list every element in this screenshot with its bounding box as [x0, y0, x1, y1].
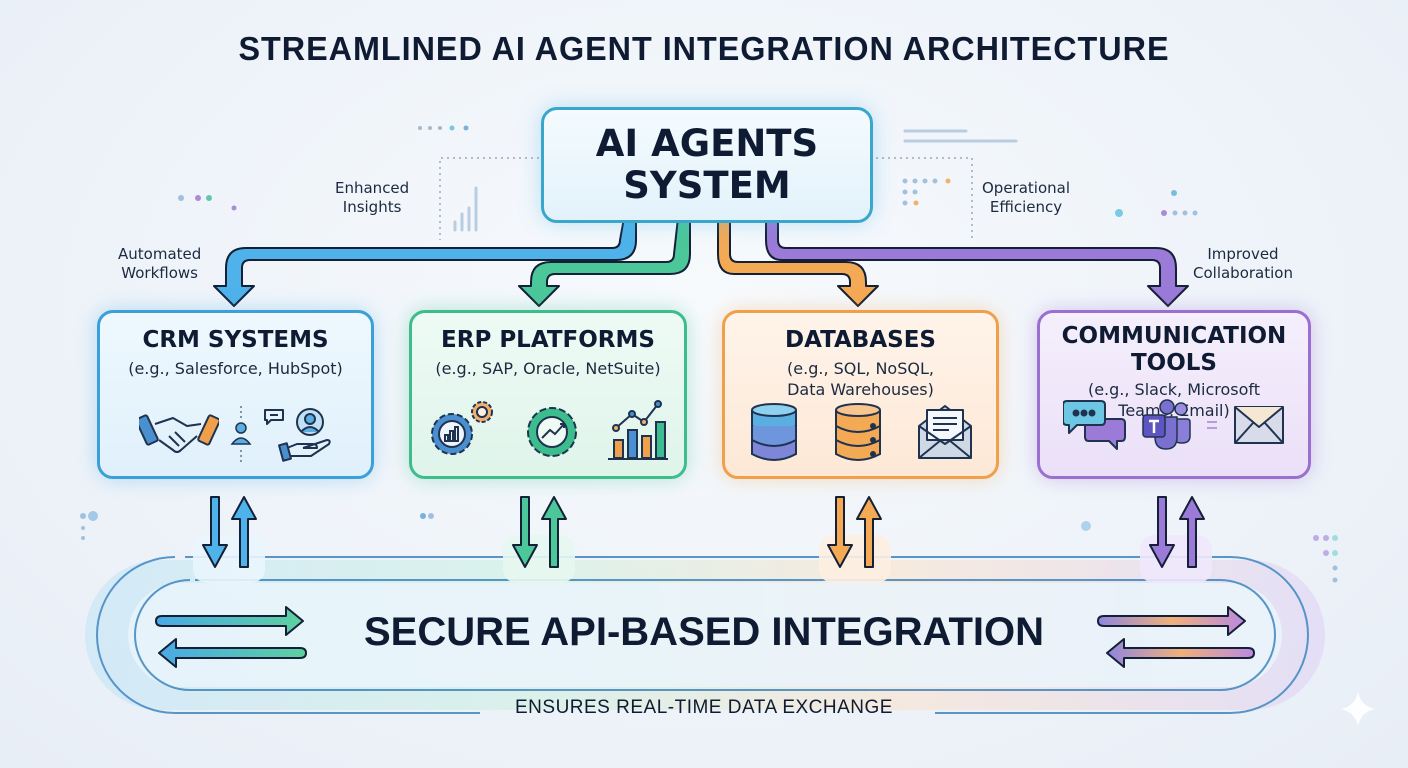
databases-card: DATABASES (e.g., SQL, NoSQL, Data Wareho… — [722, 310, 999, 479]
erp-sync-arrows — [503, 496, 575, 583]
db-sync-arrows — [819, 496, 891, 583]
teams-icon — [1142, 399, 1191, 450]
card-subtitle: (e.g., Slack, Microsoft — [1087, 380, 1261, 399]
card-title-line2: TOOLS — [1130, 350, 1217, 376]
dotted-guides — [439, 157, 973, 240]
arrow-to-crm-shape — [213, 217, 637, 307]
gear-chart-icon — [431, 401, 493, 455]
communication-tools-card: COMMUNICATION TOOLS (e.g., Slack, Micros… — [1037, 310, 1311, 479]
card-title: DATABASES — [785, 327, 936, 353]
database-icon — [750, 403, 797, 461]
benefit-text: Improved — [1207, 245, 1279, 263]
benefit-text: Enhanced — [335, 179, 410, 197]
crm-systems-card: CRM SYSTEMS (e.g., Salesforce, HubSpot) — [97, 310, 374, 479]
card-subtitle: (e.g., SAP, Oracle, NetSuite) — [435, 359, 661, 378]
exchange-arrows-right — [1097, 606, 1255, 668]
benefit-text: Automated — [118, 245, 202, 263]
integration-bus — [85, 556, 1325, 714]
card-title: ERP PLATFORMS — [441, 327, 655, 353]
hub-title-line1: AI AGENTS — [595, 122, 819, 165]
connector-arrows — [213, 217, 1189, 307]
hub-title-line2: SYSTEM — [623, 164, 791, 207]
mail-icon — [1234, 406, 1284, 444]
card-subtitle: (e.g., SQL, NoSQL, — [787, 359, 934, 378]
handshake-icon — [138, 414, 219, 453]
card-title: CRM SYSTEMS — [142, 327, 329, 353]
ai-agents-hub: AI AGENTS SYSTEM — [541, 107, 873, 223]
benefit-improved-collaboration: Improved Collaboration — [1193, 245, 1293, 283]
benefit-text: Insights — [342, 198, 402, 216]
erp-platforms-card: ERP PLATFORMS (e.g., SAP, Oracle, NetSui… — [409, 310, 687, 479]
arrow-to-db-shape — [717, 217, 879, 307]
benefit-text: Operational — [982, 179, 1071, 197]
diagram-title: STREAMLINED AI AGENT INTEGRATION ARCHITE… — [238, 30, 1170, 67]
chat-bubbles-icon — [1063, 400, 1126, 450]
benefit-text: Efficiency — [989, 198, 1063, 216]
gear-trend-icon — [527, 407, 577, 457]
card-subtitle-line2: Data Warehouses) — [787, 380, 934, 399]
benefit-automated-workflows: Automated Workflows — [118, 245, 201, 283]
decorative-dots — [80, 125, 1338, 583]
sparkle-icon — [1341, 692, 1375, 726]
sync-arrows — [193, 496, 1212, 583]
arrow-to-comm-shape — [765, 217, 1189, 307]
integration-bus-subtitle: ENSURES REAL-TIME DATA EXCHANGE — [515, 697, 893, 718]
envelope-open-icon — [917, 405, 972, 459]
benefit-operational-efficiency: Operational Efficiency — [982, 179, 1070, 217]
exchange-arrows-left — [155, 606, 307, 668]
benefit-text: Collaboration — [1193, 264, 1293, 282]
connector-dash-icon — [1207, 421, 1217, 429]
benefit-enhanced-insights: Enhanced Insights — [335, 179, 409, 217]
comm-sync-arrows — [1140, 496, 1212, 583]
arrow-to-erp-shape — [518, 217, 691, 307]
card-subtitle: (e.g., Salesforce, HubSpot) — [128, 359, 343, 378]
crm-sync-arrows — [193, 496, 265, 583]
customer-care-icon — [263, 408, 331, 462]
card-title: COMMUNICATION — [1061, 323, 1287, 349]
server-icon — [834, 403, 881, 461]
user-icon — [229, 406, 252, 462]
decorative-bars — [453, 129, 1018, 232]
integration-bus-title: SECURE API-BASED INTEGRATION — [363, 610, 1045, 654]
bar-chart-icon — [608, 400, 668, 460]
benefit-text: Workflows — [121, 264, 198, 282]
